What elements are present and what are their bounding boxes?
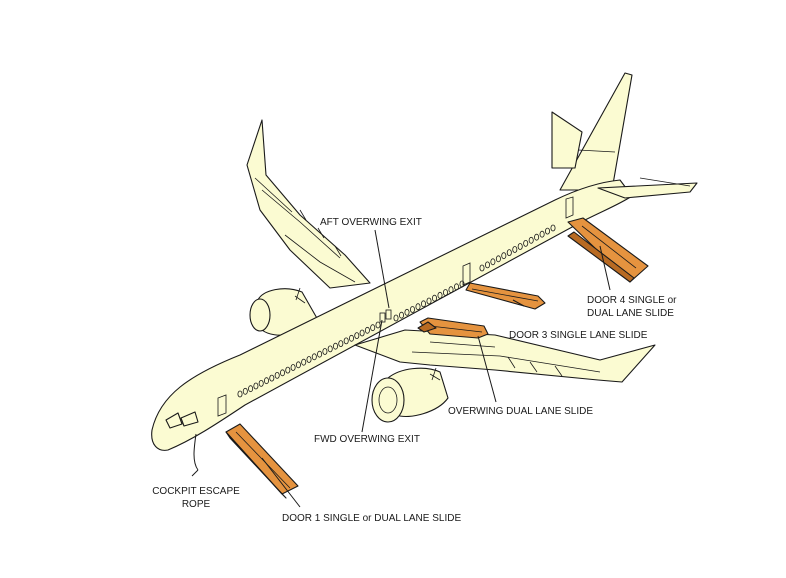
label-fwd-overwing-exit: FWD OVERWING EXIT	[314, 434, 420, 445]
window	[448, 286, 454, 294]
window	[453, 283, 459, 291]
cockpit-escape-rope	[193, 433, 199, 471]
window	[375, 321, 381, 329]
window	[322, 348, 328, 355]
window	[442, 289, 448, 296]
window	[332, 342, 338, 350]
window	[301, 358, 307, 366]
window	[501, 252, 507, 260]
door4-slide	[567, 217, 649, 283]
window	[426, 297, 432, 305]
window	[459, 280, 465, 288]
label-overwing-dual: OVERWING DUAL LANE SLIDE	[448, 406, 593, 417]
label-door4-line2: DUAL LANE SLIDE	[587, 308, 674, 319]
label-door4-line1: DOOR 4 SINGLE or	[587, 295, 677, 306]
window	[285, 366, 291, 374]
window	[523, 239, 529, 247]
door3-slide	[465, 282, 546, 310]
label-cockpit-line2: ROPE	[182, 499, 211, 510]
window	[348, 334, 354, 342]
window	[317, 350, 323, 358]
door-frames	[217, 196, 574, 417]
window	[359, 329, 365, 337]
window	[258, 379, 264, 387]
label-aft-overwing-exit: AFT OVERWING EXIT	[320, 217, 422, 228]
label-cockpit-line1: COCKPIT ESCAPE	[152, 486, 240, 497]
window	[545, 227, 551, 235]
window	[290, 364, 296, 371]
cockpit-windows	[165, 411, 199, 429]
window	[484, 261, 490, 269]
leader-lines	[191, 229, 611, 508]
window	[248, 385, 254, 393]
window	[393, 314, 399, 322]
window	[279, 369, 285, 377]
window	[306, 356, 312, 363]
window	[404, 308, 410, 316]
window	[253, 382, 259, 390]
label-door1: DOOR 1 SINGLE or DUAL LANE SLIDE	[282, 513, 461, 524]
window	[338, 340, 344, 348]
window	[398, 311, 404, 319]
window	[550, 224, 556, 232]
window	[364, 326, 370, 334]
window	[490, 258, 496, 266]
right-engine	[371, 367, 449, 423]
fuselage	[151, 179, 633, 451]
window	[539, 230, 545, 238]
window	[437, 291, 443, 299]
window	[420, 300, 426, 308]
window	[311, 353, 317, 361]
window	[495, 255, 501, 263]
window	[517, 243, 523, 250]
window	[237, 390, 243, 398]
window	[295, 361, 301, 369]
label-door3: DOOR 3 SINGLE LANE SLIDE	[509, 330, 648, 341]
window	[354, 332, 360, 340]
left-stabilizer	[551, 111, 583, 169]
window	[512, 246, 518, 253]
window	[528, 236, 534, 244]
passenger-windows	[237, 224, 556, 398]
right-stabilizer	[597, 182, 698, 199]
window	[263, 377, 269, 385]
overwing-slide	[417, 317, 489, 339]
window	[370, 324, 376, 332]
window	[479, 264, 485, 272]
window	[409, 306, 415, 313]
window	[343, 337, 349, 345]
window	[242, 387, 248, 395]
window	[269, 374, 275, 382]
window	[506, 249, 512, 257]
left-wing	[246, 119, 371, 289]
window	[431, 294, 437, 302]
window	[327, 345, 333, 353]
window	[274, 371, 280, 379]
window	[415, 303, 421, 311]
window	[534, 233, 540, 241]
